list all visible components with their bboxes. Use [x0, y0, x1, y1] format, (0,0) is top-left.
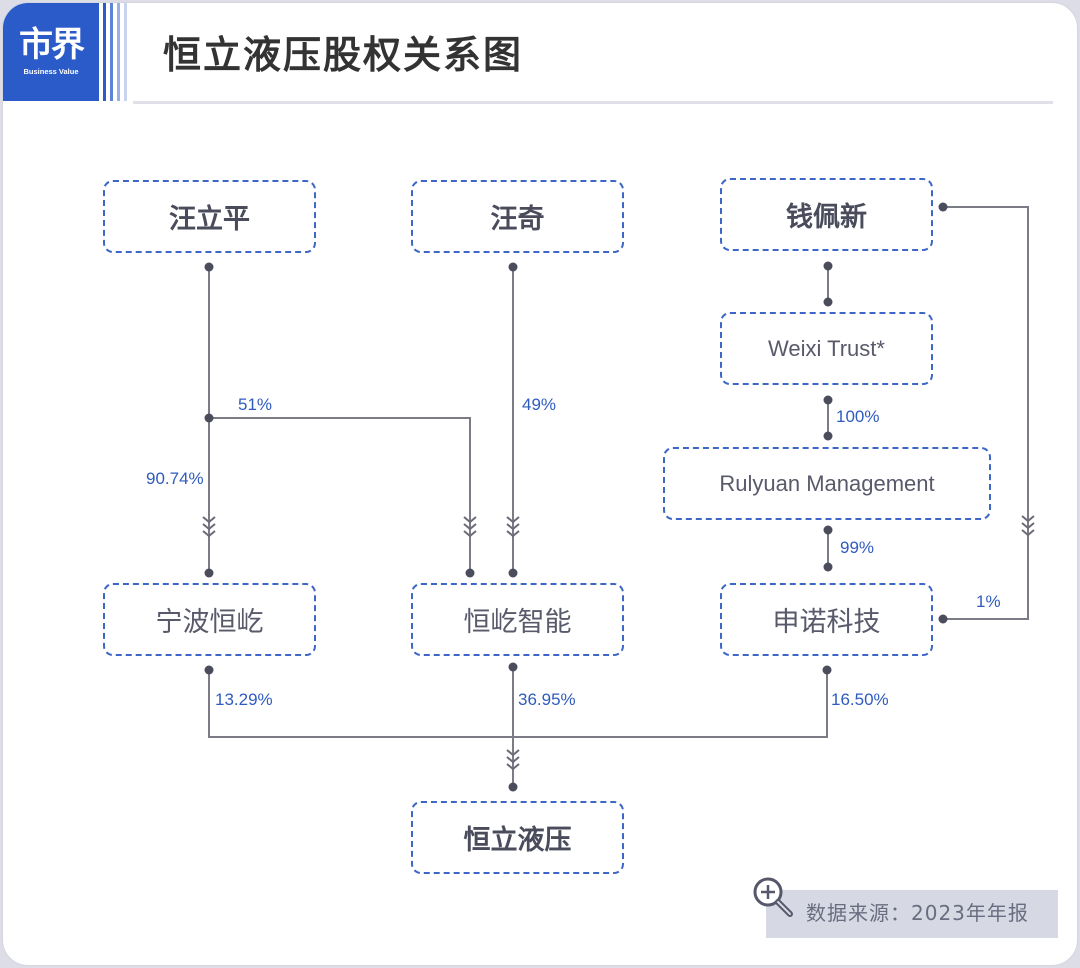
line-merge	[208, 670, 828, 738]
dot	[204, 262, 214, 272]
percent-label: 1%	[976, 592, 1001, 611]
source-bar	[766, 890, 1058, 938]
dot	[822, 665, 832, 675]
dot	[823, 395, 833, 405]
dot	[823, 525, 833, 535]
decorative-stripes	[101, 3, 131, 101]
logo: 市界 Business Value	[3, 3, 99, 101]
dot	[508, 262, 518, 272]
node-wang-qi: 汪奇	[411, 180, 624, 253]
dot	[204, 413, 214, 423]
logo-cn-text: 市界	[19, 25, 85, 65]
line-wlp-hyzn	[209, 417, 471, 573]
node-shennuo-keji: 申诺科技	[720, 583, 933, 656]
title-divider	[133, 101, 1053, 104]
node-hengyi-zhineng: 恒屹智能	[411, 583, 624, 656]
page-title: 恒立液压股权关系图	[163, 33, 524, 77]
dot	[204, 665, 214, 675]
dot	[508, 568, 518, 578]
percent-label: 16.50%	[831, 690, 889, 709]
data-source: 数据来源：2023年年报	[806, 901, 1029, 925]
percent-label: 90.74%	[146, 469, 204, 488]
node-wang-liping: 汪立平	[103, 180, 316, 253]
dot	[465, 568, 475, 578]
node-rulyuan-management: Rulyuan Management	[663, 447, 991, 520]
dot	[508, 662, 518, 672]
dot	[508, 782, 518, 792]
percent-label: 51%	[238, 395, 273, 414]
dot	[938, 614, 948, 624]
dot	[938, 202, 948, 212]
dot	[823, 261, 833, 271]
percent-label: 36.95%	[518, 690, 576, 709]
magnifier-plus-icon	[753, 877, 793, 917]
dot	[204, 568, 214, 578]
dot	[823, 297, 833, 307]
percent-label: 100%	[836, 407, 880, 426]
logo-en-text: Business Value	[23, 67, 79, 76]
percent-label: 13.29%	[215, 690, 273, 709]
node-ningbo-hengyi: 宁波恒屹	[103, 583, 316, 656]
node-hengli-yeya: 恒立液压	[411, 801, 624, 874]
dot	[823, 431, 833, 441]
percent-label: 49%	[522, 395, 557, 414]
percent-label: 99%	[840, 538, 875, 557]
line-qpx-sn	[944, 206, 1029, 620]
node-qian-peixin: 钱佩新	[720, 178, 933, 251]
dot	[823, 562, 833, 572]
node-weixi-trust: Weixi Trust*	[720, 312, 933, 385]
